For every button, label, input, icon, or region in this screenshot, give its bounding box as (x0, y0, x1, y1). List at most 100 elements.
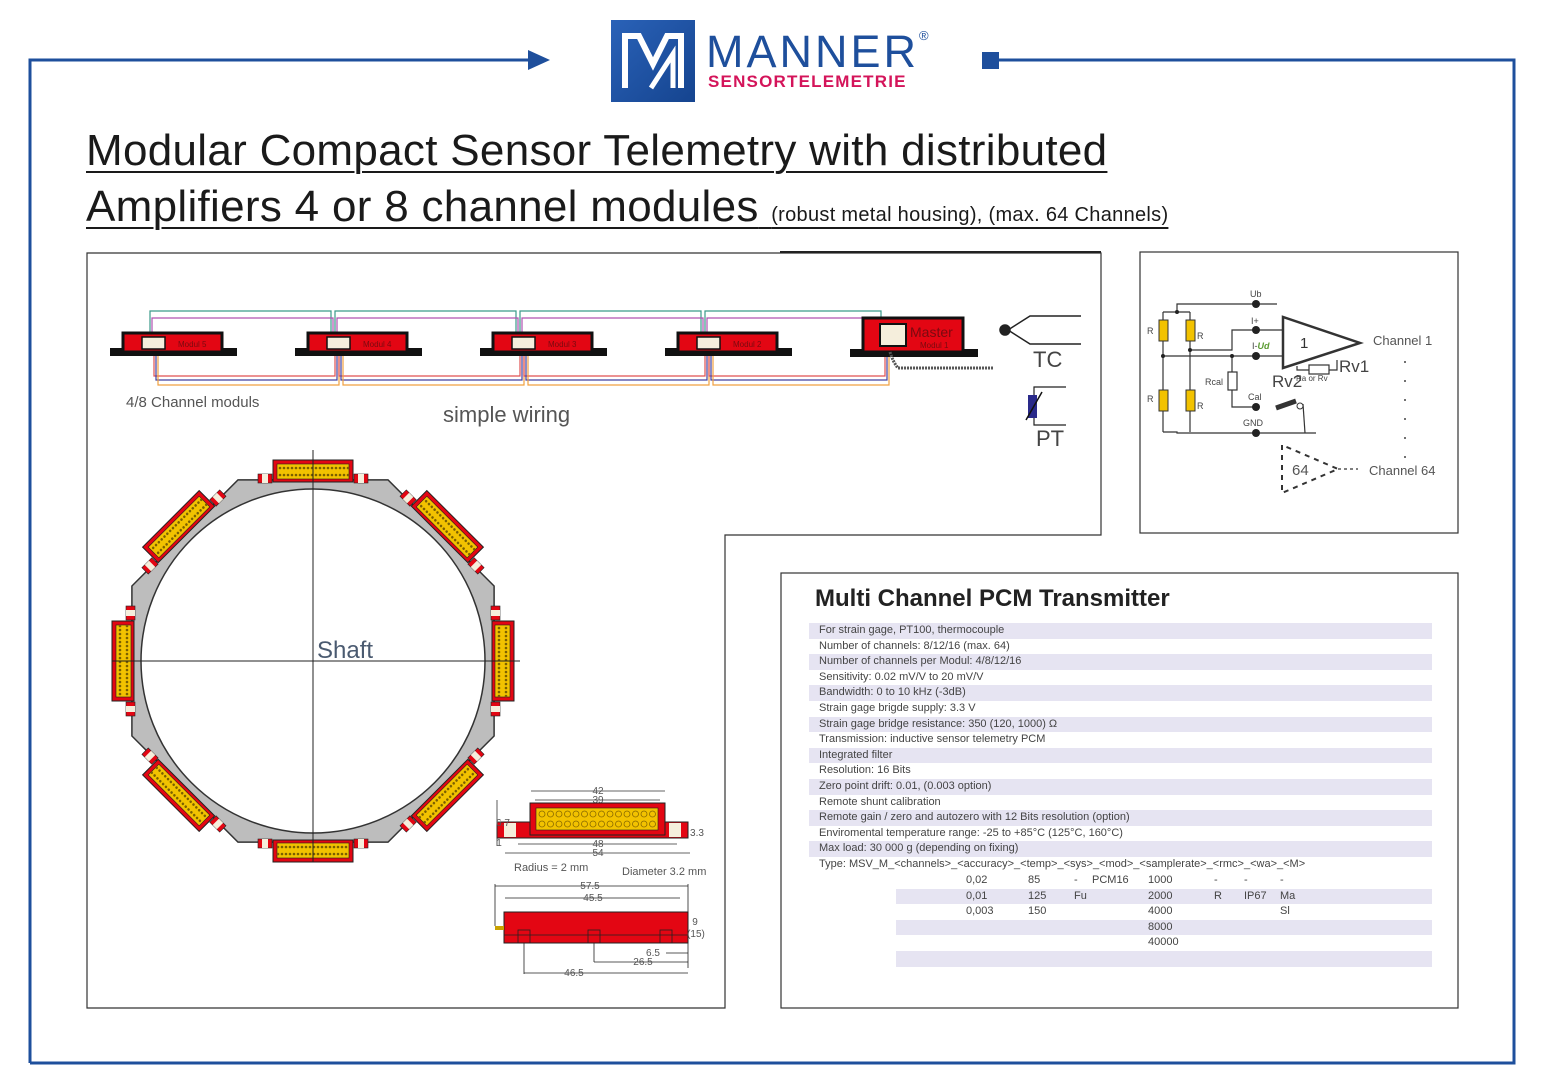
spec-row: Integrated filter (809, 747, 1432, 764)
wire (153, 342, 336, 377)
cal-switch-icon (1275, 398, 1304, 411)
amp-label: 1 (1300, 335, 1308, 352)
amp64-label: 64 (1292, 462, 1309, 479)
spec-row: Bandwidth: 0 to 10 kHz (-3dB) (809, 685, 1432, 701)
tc-label: TC (1033, 347, 1062, 372)
ring-module (399, 489, 485, 575)
type-option-cell: - (1244, 874, 1248, 886)
dim-26-5: 26.5 (633, 957, 653, 968)
title-note: (robust metal housing), (max. 64 Channel… (771, 204, 1169, 226)
dim-42: 42 (592, 786, 604, 797)
sensor-module: Modul 3 (480, 331, 607, 356)
type-option-cell: 1000 (1148, 874, 1173, 886)
type-option-cell: 2000 (1148, 889, 1173, 902)
sensor-module: Modul 4 (295, 331, 422, 356)
wire (523, 342, 706, 377)
wire (334, 310, 517, 342)
dim-6-5: 6.5 (646, 948, 660, 959)
type-option-cell: 0,02 (966, 874, 988, 886)
module-label: Modul 3 (548, 340, 577, 349)
wiring-lines (149, 310, 890, 386)
spec-row: Max load: 30 000 g (depending on fixing) (809, 841, 1432, 857)
type-option-cell: Sl (1280, 905, 1290, 918)
wire (155, 342, 338, 381)
master-sub-label: Modul 1 (920, 341, 949, 350)
bridge-circuit: Ub I+ I-Ud R R R R Rcal Cal GND Ra or Rv… (1147, 289, 1436, 495)
ring-module (111, 605, 136, 717)
type-option-cell: IP67 (1244, 889, 1267, 902)
wire (519, 310, 702, 342)
logo-mark-icon (622, 33, 684, 90)
spec-row: Sensitivity: 0.02 mV/V to 20 mV/V (819, 670, 984, 683)
type-option-cell: - (1280, 874, 1284, 886)
antenna-coil-icon (888, 351, 993, 370)
module-label: Modul 5 (178, 340, 207, 349)
dim-3-3: 3.3 (690, 828, 704, 839)
r-label: R (1197, 331, 1204, 341)
module-label: Modul 4 (363, 340, 392, 349)
gnd-label: GND (1243, 418, 1264, 428)
caption-wiring: simple wiring (443, 402, 570, 427)
spec-row: Number of channels per Modul: 4/8/12/16 (809, 654, 1432, 670)
brand-name: MANNER® (706, 26, 929, 77)
spec-panel (780, 572, 1459, 1009)
wire (338, 342, 521, 377)
wire (336, 317, 519, 342)
type-option-cell: Ma (1280, 889, 1296, 902)
wire (525, 342, 708, 381)
dim-9: 9 (692, 917, 698, 928)
wire (708, 342, 886, 377)
arrow-icon (528, 50, 550, 70)
rv2-label: Rv2 (1272, 372, 1302, 391)
sensor-module: Modul 2 (665, 331, 792, 356)
spec-row: Zero point drift: 0.01, (0.003 option) (809, 779, 1432, 795)
frame-right-line (30, 58, 1516, 1065)
r-label: R (1147, 326, 1154, 336)
type-option-row: 8000 (896, 919, 1432, 936)
dim-57-5: 57.5 (580, 881, 600, 892)
module-label: Modul 2 (733, 340, 762, 349)
caption-modules: 4/8 Channel moduls (126, 394, 259, 411)
wire (151, 317, 334, 342)
dim-15: (15) (687, 929, 705, 940)
diameter-note: Diameter 3.2 mm (622, 866, 706, 878)
spec-row: Resolution: 16 Bits (819, 764, 911, 777)
spec-row: Transmission: inductive sensor telemetry… (819, 733, 1046, 746)
circuit-panel (1139, 251, 1459, 534)
module-side-view: 57.5 45.5 9 (15) 6.5 26.5 46.5 (494, 881, 705, 979)
type-option-cell: 40000 (1148, 936, 1179, 949)
strain-gauge-icons (1158, 319, 1196, 412)
module-row: Modul 5 Modul 4 Modul 3 Modul 2 (110, 331, 792, 356)
channel1-label: Channel 1 (1373, 333, 1432, 348)
brand-logo (611, 20, 695, 102)
wire (521, 317, 704, 342)
ub-label: Ub (1250, 289, 1262, 299)
brand-tagline: SENSORTELEMETRIE (708, 72, 907, 91)
type-option-cell: Fu (1074, 889, 1087, 902)
channel64-label: Channel 64 (1369, 463, 1436, 478)
type-option-cell: 0,01 (966, 889, 988, 902)
type-option-cell: 85 (1028, 874, 1041, 886)
spec-row: Type: MSV_M_<channels>_<accuracy>_<temp>… (819, 858, 1306, 870)
wire (149, 310, 332, 342)
type-option-cell: - (1074, 874, 1078, 886)
spec-row: Number of channels: 8/12/16 (max. 64) (819, 639, 1010, 652)
shaft-ring: Shaft (111, 450, 520, 863)
i-plus-label: I+ (1251, 316, 1259, 326)
radius-note: Radius = 2 mm (514, 862, 588, 874)
dim-1: 1 (496, 838, 502, 849)
r-label: R (1197, 401, 1204, 411)
spec-table-title: Multi Channel PCM Transmitter (815, 585, 1170, 612)
square-marker-icon (982, 52, 999, 69)
type-option-cell: 4000 (1148, 905, 1173, 918)
module-top-view: 42 39 6.7 1 3.3 48 54 Radius = 2 mm Diam… (496, 786, 706, 878)
dim-39: 39 (592, 795, 604, 806)
ring-module (399, 747, 485, 833)
dim-46-5: 46.5 (564, 968, 584, 979)
spec-row: Strain gage brigde supply: 3.3 V (819, 702, 976, 714)
spec-row: Remote gain / zero and autozero with 12 … (809, 810, 1432, 826)
